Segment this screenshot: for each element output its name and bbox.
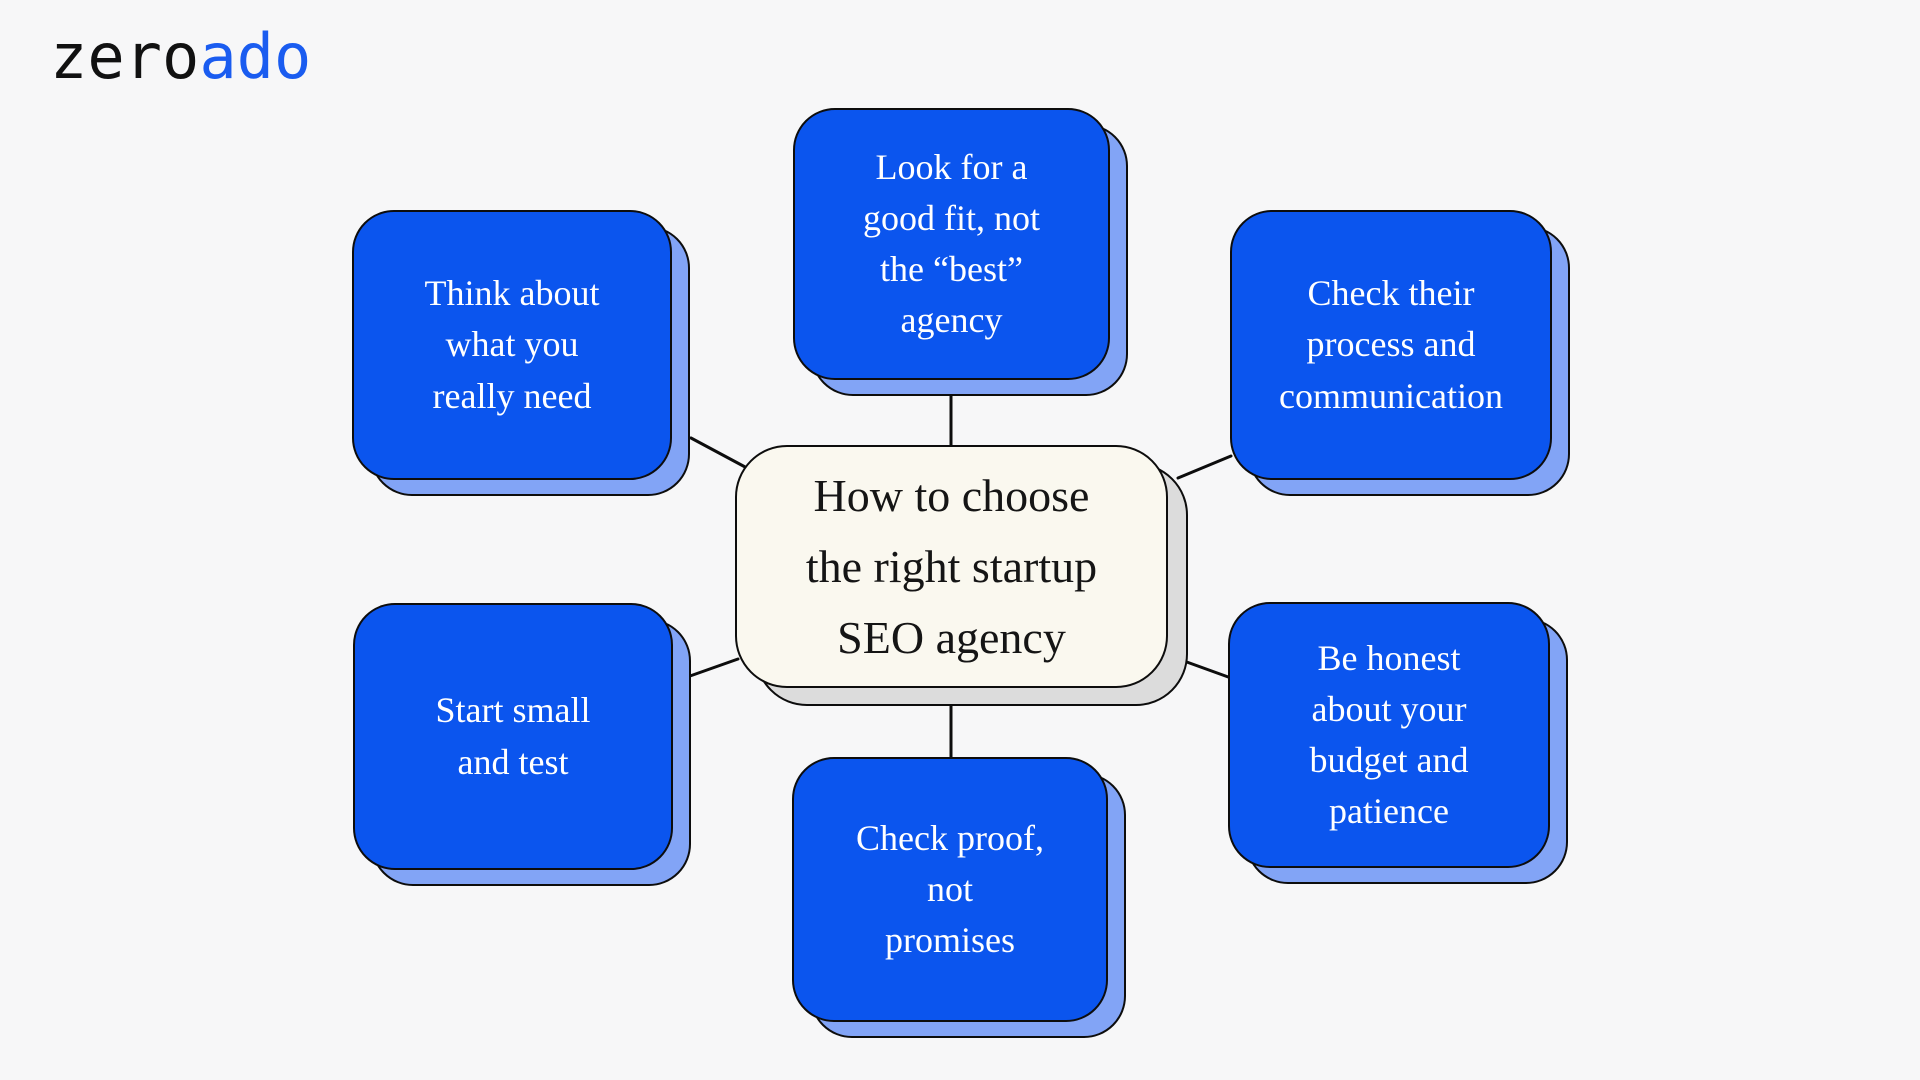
tip-node-honest-budget: Be honest about your budget and patience: [1228, 602, 1568, 884]
connector-top-left: [689, 436, 749, 470]
tip-label: Check proof, not promises: [856, 817, 1044, 961]
node-face: Think about what you really need: [352, 210, 672, 480]
node-face: Check proof, not promises: [792, 757, 1108, 1022]
connector-bottom-left: [688, 657, 740, 678]
tip-label: Think about what you really need: [424, 273, 600, 416]
logo-text-zero: zero: [50, 20, 200, 93]
node-face: Be honest about your budget and patience: [1228, 602, 1550, 868]
central-topic-node: How to choose the right startup SEO agen…: [735, 445, 1188, 706]
node-face: How to choose the right startup SEO agen…: [735, 445, 1168, 688]
tip-node-start-small: Start small and test: [353, 603, 691, 886]
tip-node-check-proof: Check proof, not promises: [792, 757, 1126, 1038]
tip-label: Check their process and communication: [1279, 273, 1503, 416]
node-face: Look for a good fit, not the “best” agen…: [793, 108, 1110, 380]
logo-text-ado: ado: [199, 20, 312, 93]
node-face: Check their process and communication: [1230, 210, 1552, 480]
tip-label: Look for a good fit, not the “best” agen…: [863, 146, 1040, 341]
connector-top-right: [1176, 454, 1233, 480]
tip-node-check-process: Check their process and communication: [1230, 210, 1570, 496]
connector-bottom-right: [1182, 659, 1233, 680]
tip-node-think-about-needs: Think about what you really need: [352, 210, 690, 496]
central-topic-label: How to choose the right startup SEO agen…: [805, 469, 1098, 664]
zeroado-logo: zeroado: [50, 26, 311, 88]
tip-label: Be honest about your budget and patience: [1309, 637, 1469, 832]
tip-label: Start small and test: [435, 690, 591, 782]
node-face: Start small and test: [353, 603, 673, 870]
tip-node-look-for-fit: Look for a good fit, not the “best” agen…: [793, 108, 1128, 396]
